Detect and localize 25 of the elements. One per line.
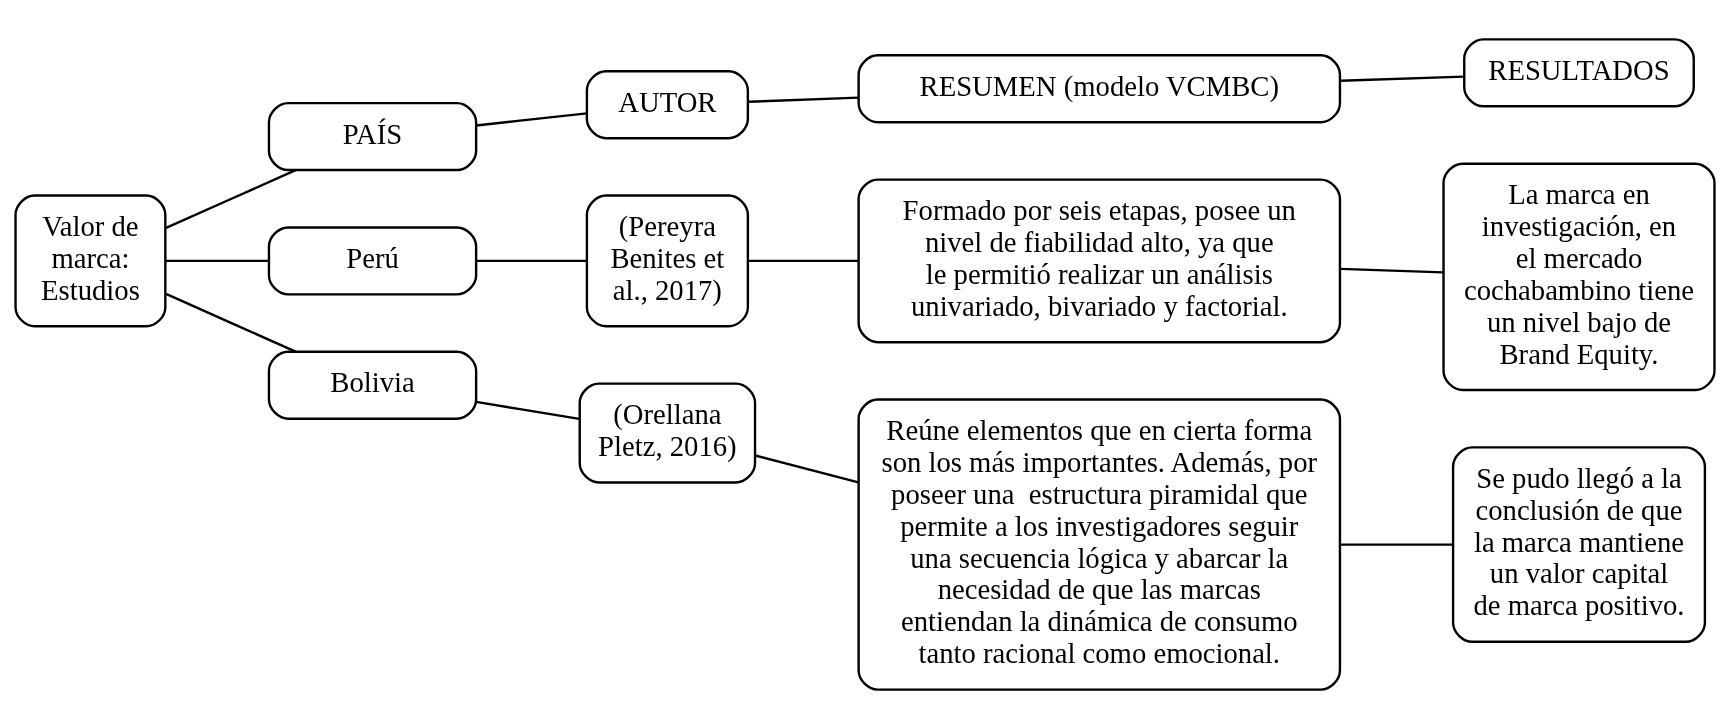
connector	[166, 259, 269, 262]
connector	[748, 259, 859, 262]
connector	[475, 400, 580, 420]
node-box: Bolivia	[267, 350, 478, 420]
node-box: RESULTADOS	[1463, 37, 1695, 107]
connector	[1340, 542, 1454, 546]
node-box: RESUMEN (modelo VCMBC)	[857, 53, 1342, 123]
node-box: Reúne elementos que en cierta forma son los más importantes. Además, por poseer una estructura piramidal que permite a los investigadores seguir una secuencia lógica y abarcar la necesidad de que las marcas entiendan la dinámica de consumo tanto racional como emocional.	[857, 397, 1342, 691]
node-box: Formado por seis etapas, posee un nivel de fiabilidad alto, ya que le permitió realizar un análisis univariado, bivariado y factorial.	[857, 177, 1342, 343]
node-box: Perú	[267, 225, 478, 296]
node-box: La marca en investigación, en el mercado cochabambino tiene un nivel bajo de Brand Equity.	[1442, 162, 1716, 391]
node-box: (Orellana Pletz, 2016)	[578, 381, 757, 484]
connector	[476, 111, 587, 127]
connector	[476, 259, 587, 262]
connector	[1340, 267, 1444, 274]
connector	[165, 168, 297, 229]
node-box: Se pudo llegó a la conclusión de que la marca mantiene un valor capital de marca positivo.	[1451, 445, 1707, 643]
connector	[165, 292, 297, 353]
node-box: PAÍS	[267, 101, 478, 171]
node-box: Valor de marca: Estudios	[14, 193, 167, 327]
node-box: AUTOR	[585, 69, 750, 139]
connector	[1340, 74, 1465, 82]
node-box: (Pereyra Benites et al., 2017)	[585, 193, 750, 327]
connector	[748, 95, 859, 103]
connector	[754, 453, 859, 483]
